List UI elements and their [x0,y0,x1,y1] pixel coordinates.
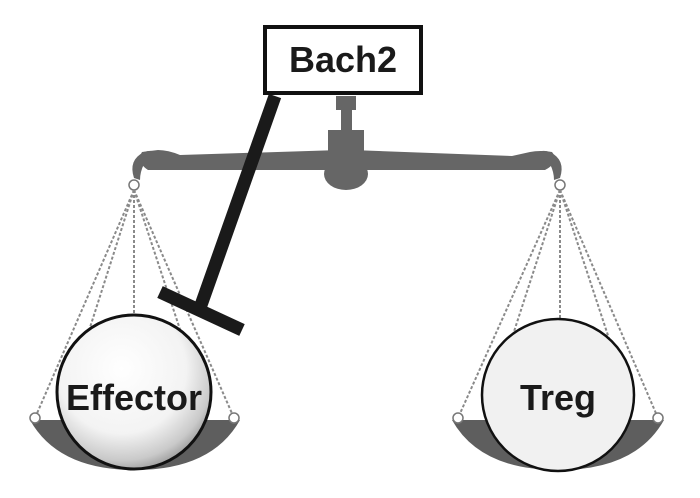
effector-label: Effector [66,377,202,418]
bach2-label: Bach2 [289,39,397,80]
treg-label: Treg [520,377,596,418]
inhibition-arrow [157,93,282,336]
effector-ball: Effector [55,313,213,471]
scale-beam [128,96,566,191]
treg-ball: Treg [480,317,636,473]
bach2-box: Bach2 [263,25,423,95]
